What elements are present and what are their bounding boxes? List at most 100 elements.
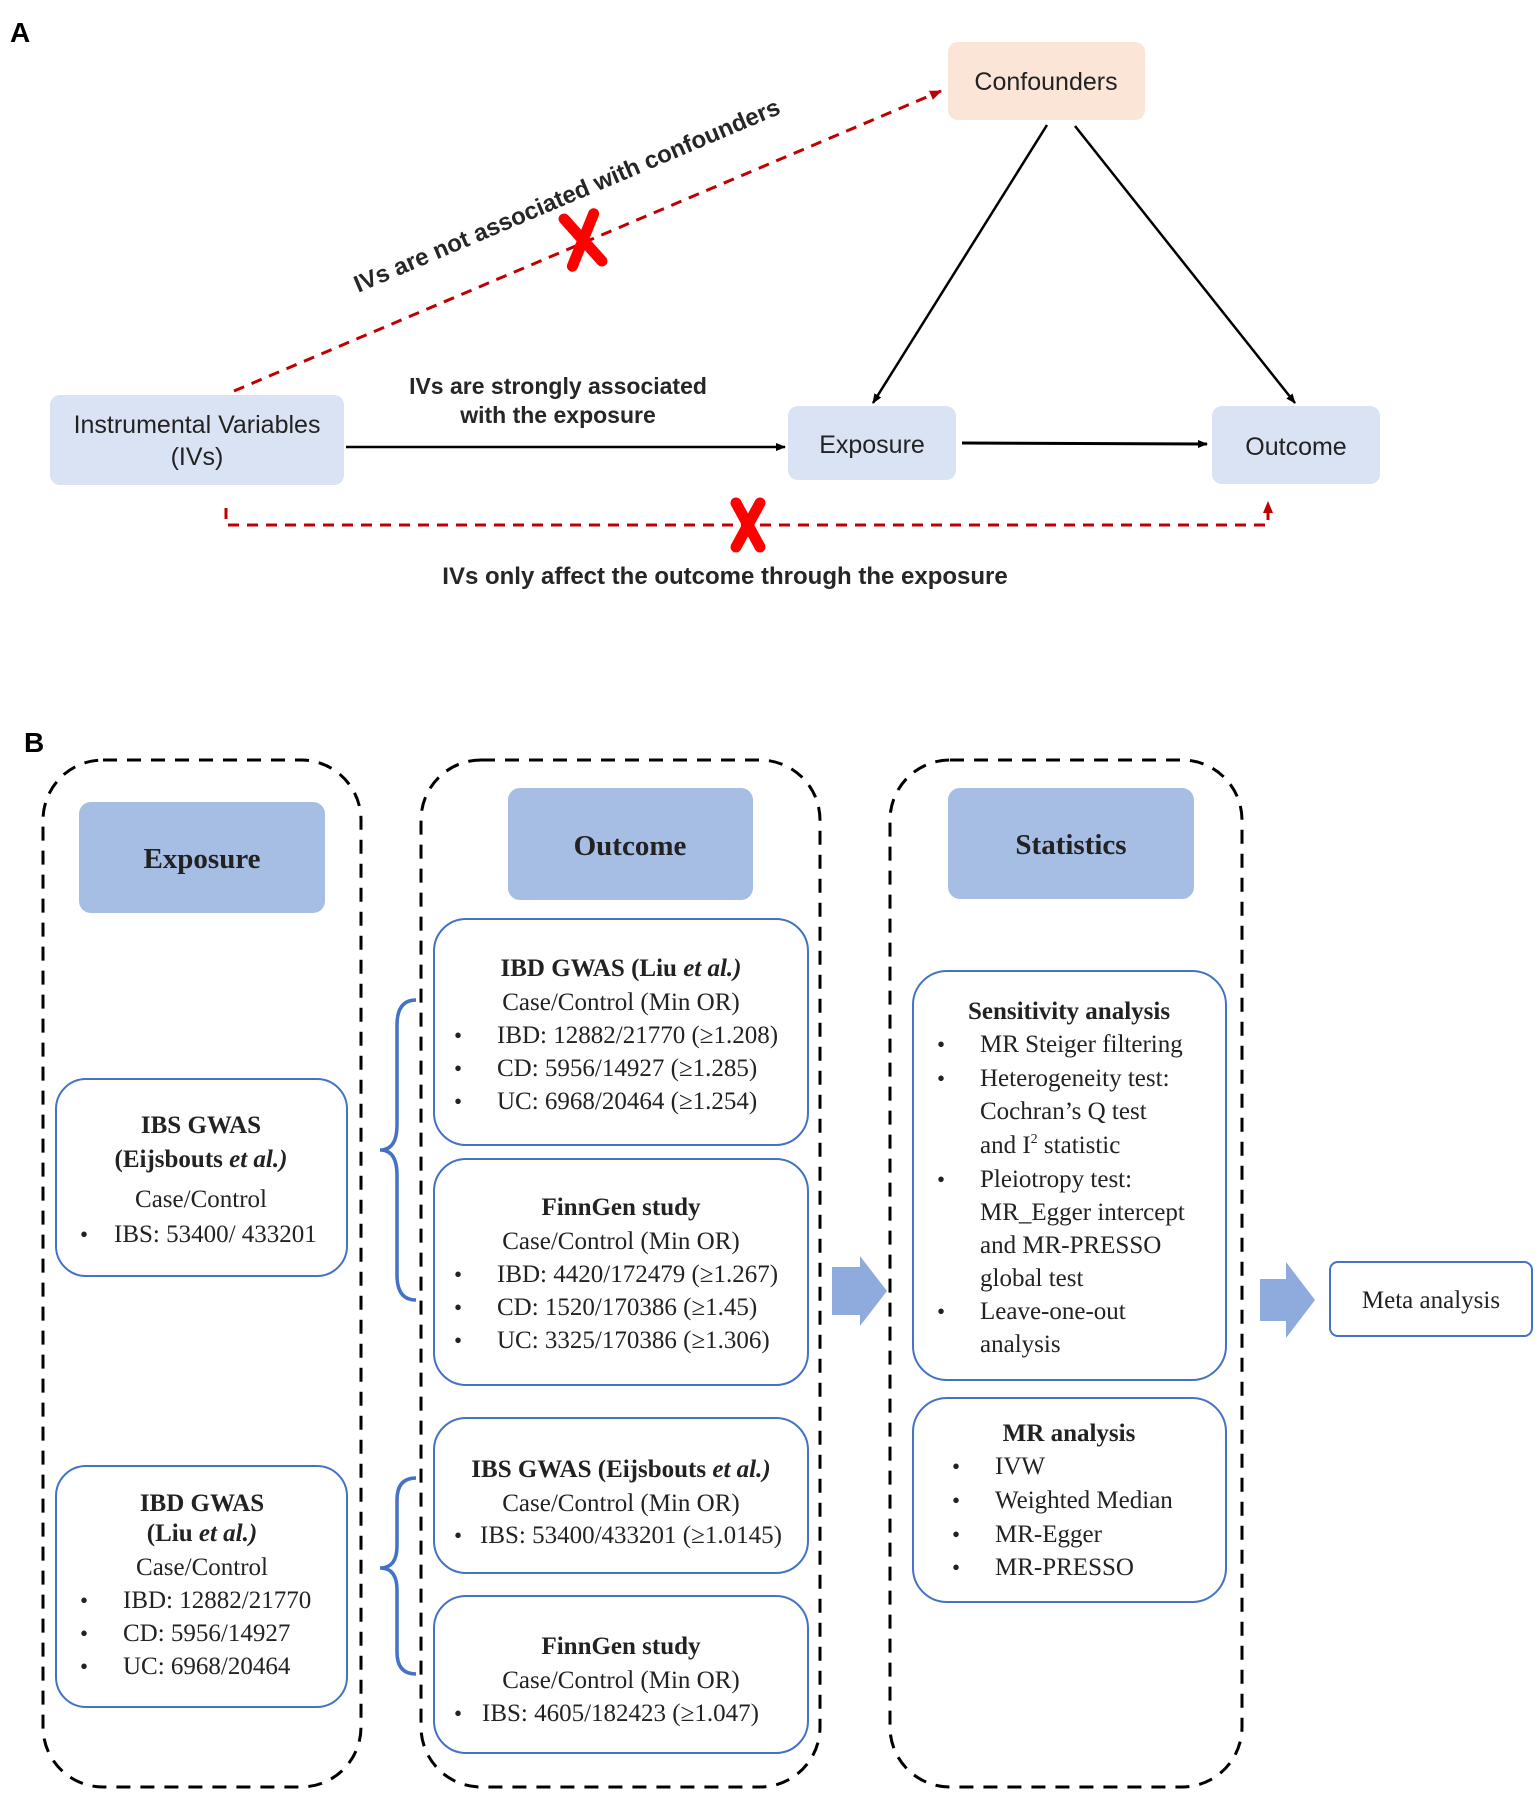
bullet: • bbox=[454, 1523, 462, 1548]
exposure-ibs-title-line2-prefix: (Eijsbouts bbox=[115, 1146, 230, 1173]
outcome-box-ibd-gwas bbox=[433, 918, 809, 1146]
exposure-column-frame bbox=[41, 758, 363, 1789]
sensitivity-item-steiger: MR Steiger filtering bbox=[980, 1031, 1183, 1058]
bullet: • bbox=[937, 1167, 945, 1192]
sensitivity-heterogeneity-line2: Cochran’s Q test bbox=[980, 1098, 1147, 1125]
exposure-ibd-title-line2-prefix: (Liu bbox=[147, 1520, 199, 1547]
exposure-ibd-title-line1: IBD GWAS bbox=[140, 1490, 264, 1517]
sensitivity-heterogeneity-line1: Heterogeneity test: bbox=[980, 1065, 1170, 1092]
outcome-finngen-ibs-item-1: IBS: 4605/182423 (≥1.047) bbox=[482, 1700, 759, 1727]
annotation-not-associated: IVs are not associated with confounders bbox=[350, 94, 784, 299]
sensitivity-heterogeneity-line3-sup: 2 bbox=[1031, 1132, 1038, 1147]
mr-item-ivw: IVW bbox=[995, 1453, 1045, 1480]
sensitivity-heterogeneity-line3-post: statistic bbox=[1038, 1132, 1121, 1159]
bullet: • bbox=[80, 1654, 88, 1679]
violation-cross-confounders bbox=[558, 208, 608, 272]
mr-item-mr-presso: MR-PRESSO bbox=[995, 1554, 1134, 1581]
ivs-label-line2: (IVs) bbox=[171, 443, 224, 471]
outcome-ibd-gwas-subtitle: Case/Control (Min OR) bbox=[502, 989, 740, 1016]
bullet: • bbox=[454, 1262, 462, 1287]
exposure-ibd-item-3: UC: 6968/20464 bbox=[123, 1653, 291, 1680]
outcome-ibs-gwas-title-italic: et al.) bbox=[712, 1456, 770, 1483]
exposure-ibs-title-line2: (Eijsbouts et al.) bbox=[115, 1146, 288, 1173]
outcome-header: Outcome bbox=[574, 830, 687, 862]
outcome-finngen-ibs-title: FinnGen study bbox=[541, 1633, 701, 1660]
mr-analysis-box bbox=[912, 1397, 1227, 1603]
outcome-label: Outcome bbox=[1245, 433, 1346, 461]
outcome-finngen-ibd-item-2: CD: 1520/170386 (≥1.45) bbox=[497, 1294, 757, 1321]
bullet: • bbox=[937, 1032, 945, 1057]
mr-item-weighted-median: Weighted Median bbox=[995, 1487, 1173, 1514]
bullet: • bbox=[937, 1299, 945, 1324]
confounders-node bbox=[948, 42, 1145, 120]
meta-analysis-label: Meta analysis bbox=[1362, 1287, 1500, 1314]
outcome-box-ibs-gwas bbox=[433, 1417, 809, 1574]
exposure-ibd-title-line2-italic: et al.) bbox=[199, 1520, 257, 1547]
exposure-node bbox=[788, 406, 956, 480]
arrow-confounders-to-outcome bbox=[1074, 125, 1296, 404]
exposure-ibd-subtitle: Case/Control bbox=[136, 1554, 268, 1581]
outcome-finngen-ibd-item-3: UC: 3325/170386 (≥1.306) bbox=[497, 1327, 770, 1354]
bullet: • bbox=[952, 1454, 960, 1479]
outcome-box-finngen-ibd bbox=[433, 1158, 809, 1386]
annotation-strong-line1: IVs are strongly associated bbox=[409, 373, 707, 399]
outcome-finngen-ibd-item-1: IBD: 4420/172479 (≥1.267) bbox=[497, 1261, 778, 1288]
outcome-column-frame bbox=[419, 758, 822, 1789]
bullet: • bbox=[952, 1488, 960, 1513]
outcome-node bbox=[1212, 406, 1380, 484]
outcome-ibd-gwas-title-italic: et al.) bbox=[683, 955, 741, 982]
outcome-finngen-ibd-subtitle: Case/Control (Min OR) bbox=[502, 1228, 740, 1255]
arrow-confounders-to-exposure bbox=[871, 124, 1049, 404]
arrow-exposure-to-outcome bbox=[961, 439, 1208, 448]
bullet: • bbox=[454, 1023, 462, 1048]
bullet: • bbox=[454, 1056, 462, 1081]
bullet: • bbox=[80, 1621, 88, 1646]
bullet: • bbox=[454, 1295, 462, 1320]
outcome-ibd-gwas-title: IBD GWAS (Liu et al.) bbox=[500, 955, 741, 982]
outcome-ibs-gwas-title: IBS GWAS (Eijsbouts et al.) bbox=[471, 1456, 770, 1483]
outcome-ibs-gwas-subtitle: Case/Control (Min OR) bbox=[502, 1490, 740, 1517]
exposure-ibd-item-2: CD: 5956/14927 bbox=[123, 1620, 290, 1647]
annotation-strong-line2: with the exposure bbox=[459, 402, 656, 428]
panel-b-label: B bbox=[24, 727, 44, 758]
statistics-header: Statistics bbox=[1015, 829, 1126, 861]
statistics-header-box bbox=[948, 788, 1194, 899]
outcome-header-box bbox=[508, 788, 753, 900]
bullet: • bbox=[454, 1328, 462, 1353]
sensitivity-title: Sensitivity analysis bbox=[968, 998, 1170, 1025]
bullet: • bbox=[952, 1522, 960, 1547]
statistics-column-frame bbox=[888, 758, 1244, 1789]
ivs-node bbox=[50, 395, 344, 485]
sensitivity-heterogeneity-line3: and I2 statistic bbox=[980, 1132, 1120, 1159]
exposure-ibd-item-1: IBD: 12882/21770 bbox=[123, 1587, 311, 1614]
bullet: • bbox=[80, 1222, 88, 1247]
meta-analysis-box bbox=[1329, 1261, 1533, 1337]
exposure-header: Exposure bbox=[143, 843, 260, 875]
bullet: • bbox=[80, 1588, 88, 1613]
exposure-header-box bbox=[79, 802, 325, 913]
panel-a-label: A bbox=[10, 17, 30, 48]
outcome-finngen-ibd-title: FinnGen study bbox=[541, 1194, 701, 1221]
exposure-label: Exposure bbox=[819, 431, 925, 459]
sensitivity-pleiotropy-line4: global test bbox=[980, 1265, 1084, 1292]
violation-cross-direct bbox=[730, 497, 766, 553]
exposure-ibs-item: IBS: 53400/ 433201 bbox=[114, 1221, 317, 1248]
arrow-statistics-to-meta bbox=[1260, 1262, 1315, 1338]
ivs-label-line1: Instrumental Variables bbox=[74, 411, 321, 439]
brace-ibs-group bbox=[379, 998, 417, 1302]
confounders-label: Confounders bbox=[974, 68, 1117, 96]
arrow-outcome-to-statistics bbox=[832, 1256, 887, 1326]
outcome-ibs-gwas-title-prefix: IBS GWAS (Eijsbouts bbox=[471, 1456, 712, 1483]
outcome-ibd-gwas-item-2: CD: 5956/14927 (≥1.285) bbox=[497, 1055, 757, 1082]
outcome-finngen-ibs-subtitle: Case/Control (Min OR) bbox=[502, 1667, 740, 1694]
sensitivity-loo-line1: Leave-one-out bbox=[980, 1298, 1126, 1325]
outcome-ibd-gwas-title-prefix: IBD GWAS (Liu bbox=[500, 955, 683, 982]
sensitivity-pleiotropy-line1: Pleiotropy test: bbox=[980, 1166, 1132, 1193]
outcome-ibs-gwas-item-1: IBS: 53400/433201 (≥1.0145) bbox=[480, 1522, 782, 1549]
exposure-box-ibd bbox=[55, 1465, 348, 1708]
exposure-ibs-title-line1: IBS GWAS bbox=[141, 1112, 261, 1139]
sensitivity-loo-line2: analysis bbox=[980, 1331, 1061, 1358]
bullet: • bbox=[937, 1066, 945, 1091]
